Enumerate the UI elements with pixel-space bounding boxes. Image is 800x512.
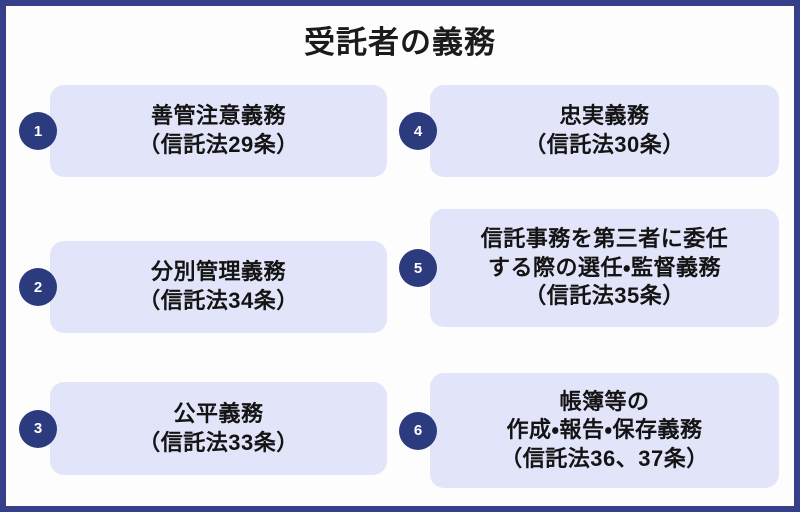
duty-card-3-line-1: 公平義務: [173, 400, 264, 426]
duty-card-3[interactable]: 公平義務 （信託法33条）: [50, 382, 387, 475]
duty-item-1[interactable]: 1 善管注意義務 （信託法29条）: [19, 85, 387, 177]
duty-badge-1: 1: [19, 112, 57, 150]
duty-card-6-line-3: （信託法36、37条）: [500, 445, 709, 471]
duty-card-1[interactable]: 善管注意義務 （信託法29条）: [50, 85, 387, 177]
duty-card-5[interactable]: 信託事務を第三者に委任 する際の選任・監督義務 （信託法35条）: [430, 209, 779, 327]
duty-card-2[interactable]: 分別管理義務 （信託法34条）: [50, 241, 387, 333]
duty-card-2-line-1: 分別管理義務: [150, 259, 286, 285]
duty-badge-5: 5: [399, 249, 437, 287]
duty-badge-6: 6: [399, 411, 437, 450]
duty-card-3-line-2: （信託法33条）: [138, 429, 299, 455]
duty-card-4-line-1: 忠実義務: [559, 103, 650, 129]
duty-card-6[interactable]: 帳簿等の 作成・報告・保存義務 （信託法36、37条）: [430, 373, 779, 488]
duty-badge-4: 4: [399, 112, 437, 150]
duty-card-5-line-1: 信託事務を第三者に委任: [480, 226, 729, 252]
duty-badge-3: 3: [19, 409, 57, 448]
duty-item-4[interactable]: 4 忠実義務 （信託法30条）: [399, 85, 779, 177]
duty-item-5[interactable]: 5 信託事務を第三者に委任 する際の選任・監督義務 （信託法35条）: [399, 209, 779, 327]
slide-canvas: 受託者の義務 1 善管注意義務 （信託法29条） 2 分別管理義務 （信託法34…: [6, 6, 794, 506]
duty-card-1-line-1: 善管注意義務: [150, 103, 286, 129]
duty-card-2-line-2: （信託法34条）: [138, 288, 299, 313]
duty-card-6-line-2: 作成・報告・保存義務: [506, 417, 703, 443]
duty-card-grid: 1 善管注意義務 （信託法29条） 2 分別管理義務 （信託法34条） 3 公平…: [6, 6, 794, 506]
duty-card-5-line-3: （信託法35条）: [524, 283, 685, 309]
duty-card-4-line-2: （信託法30条）: [524, 132, 685, 157]
duty-card-6-line-1: 帳簿等の: [559, 388, 650, 414]
duty-item-6[interactable]: 6 帳簿等の 作成・報告・保存義務 （信託法36、37条）: [399, 373, 779, 488]
page-title: 受託者の義務: [304, 25, 496, 60]
duty-item-3[interactable]: 3 公平義務 （信託法33条）: [19, 382, 387, 475]
duty-card-5-line-2: する際の選任・監督義務: [488, 254, 721, 280]
duty-card-4[interactable]: 忠実義務 （信託法30条）: [430, 85, 779, 177]
duty-card-1-line-2: （信託法29条）: [138, 132, 299, 157]
duty-badge-2: 2: [19, 268, 57, 306]
duty-item-2[interactable]: 2 分別管理義務 （信託法34条）: [19, 241, 387, 333]
